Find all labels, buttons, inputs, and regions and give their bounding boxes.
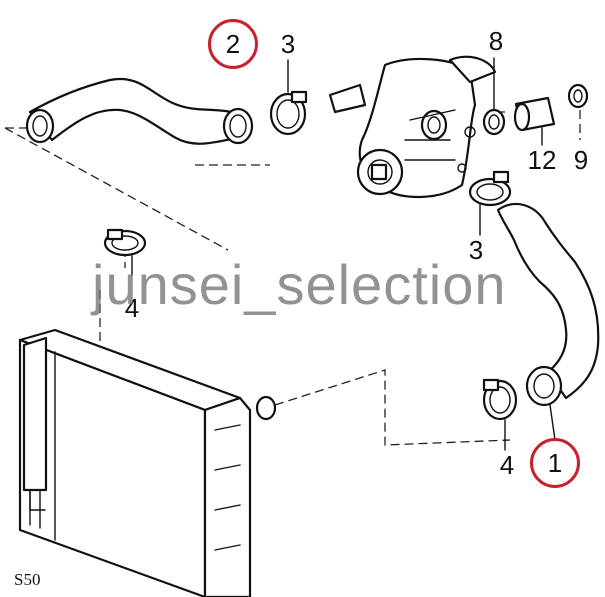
model-code: S50 <box>14 570 41 589</box>
callout-part-1: 1 <box>547 448 563 478</box>
callout-part-4: 4 <box>499 450 515 480</box>
radiator <box>18 328 277 597</box>
connector-pipe <box>513 96 556 146</box>
hose-clamp <box>269 59 308 136</box>
dashed-reference-line <box>4 127 229 251</box>
upper-radiator-hose <box>25 77 254 145</box>
dashed-reference-line <box>274 369 511 446</box>
callout-part-3: 3 <box>468 235 484 265</box>
callout-part-8: 8 <box>488 26 504 56</box>
hose-clamp <box>482 57 506 136</box>
lower-radiator-hose <box>496 202 600 441</box>
highlight-ring <box>208 19 258 69</box>
hose-clamp <box>103 228 147 276</box>
hose-clamp <box>482 378 518 451</box>
callout-part-4: 4 <box>124 293 140 323</box>
callout-part-9: 9 <box>573 145 589 175</box>
callout-part-12: 12 <box>527 145 557 175</box>
water-pump <box>328 55 497 198</box>
hose-clamp <box>567 83 589 109</box>
highlight-ring <box>530 438 580 488</box>
hose-clamp <box>468 170 512 236</box>
callout-part-3: 3 <box>280 29 296 59</box>
callout-part-2: 2 <box>225 29 241 59</box>
watermark: junsei_selection <box>92 253 507 316</box>
